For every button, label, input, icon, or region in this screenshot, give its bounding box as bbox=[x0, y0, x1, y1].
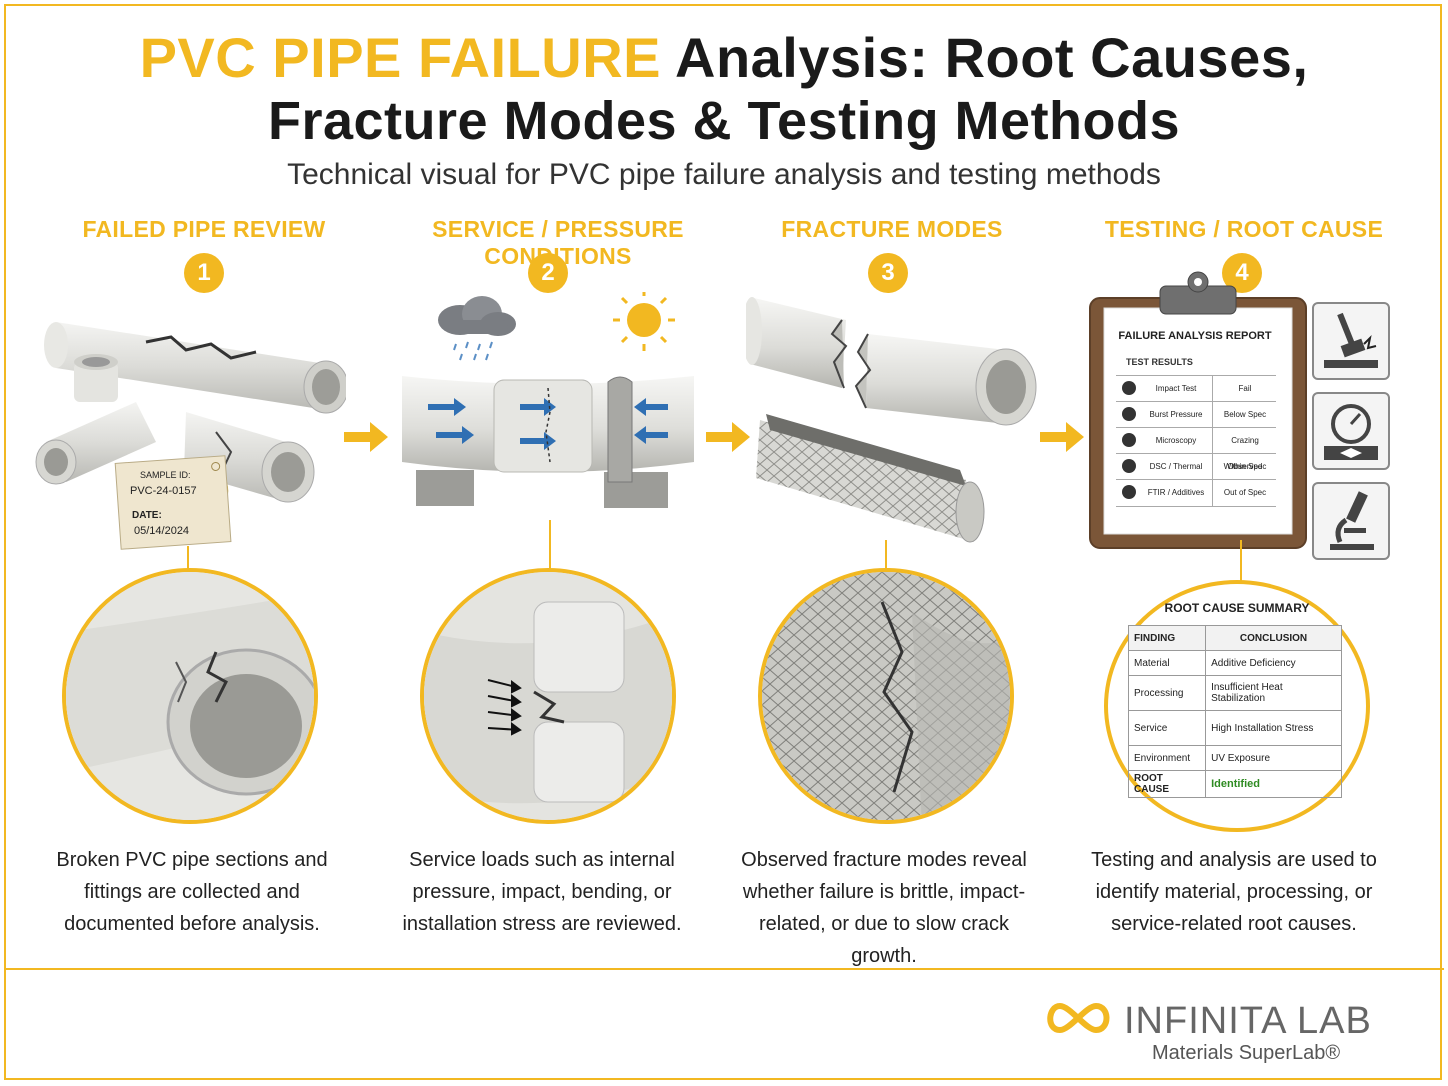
page-subtitle: Technical visual for PVC pipe failure an… bbox=[287, 158, 1161, 191]
test-icon bbox=[1122, 459, 1136, 473]
test-icon bbox=[1122, 407, 1136, 421]
flow-arrow-icon bbox=[1040, 422, 1084, 452]
step-1-caption: Broken PVC pipe sections and fittings ar… bbox=[56, 849, 328, 935]
flow-arrow-icon bbox=[344, 422, 388, 452]
root-cause-table: FINDING CONCLUSION Material Additive Def… bbox=[1127, 625, 1342, 798]
sun-icon bbox=[613, 292, 675, 351]
pressure-gauge-icon bbox=[1312, 392, 1390, 470]
step-2-caption: Service loads such as internal pressure,… bbox=[402, 849, 682, 935]
sample-id-label: SAMPLE ID: bbox=[140, 470, 191, 480]
col-finding: FINDING bbox=[1127, 625, 1207, 651]
step-4-caption: Testing and analysis are used to identif… bbox=[1091, 849, 1377, 935]
test-icon bbox=[1122, 433, 1136, 447]
report-row: Burst Pressure Below Spec bbox=[1116, 401, 1276, 428]
title-rest: Analysis: Root Causes, bbox=[675, 26, 1309, 89]
detail-circle-joint-crack bbox=[420, 568, 676, 824]
table-row: Material Additive Deficiency bbox=[1127, 650, 1342, 676]
pipe-pressure-illustration bbox=[402, 292, 694, 508]
test-results-label: TEST RESULTS bbox=[1126, 357, 1193, 367]
test-icon bbox=[1122, 381, 1136, 395]
table-row: Service High Installation Stress bbox=[1127, 710, 1342, 746]
report-title: FAILURE ANALYSIS REPORT bbox=[1118, 330, 1272, 342]
report-row: Impact Test Fail bbox=[1116, 375, 1276, 402]
detail-circle-cracked-pipe bbox=[62, 568, 318, 824]
step-3-badge: 3 bbox=[868, 253, 908, 293]
date-value: 05/14/2024 bbox=[134, 525, 189, 537]
connector-line bbox=[1240, 540, 1242, 582]
microscope-icon bbox=[1312, 482, 1390, 560]
connector-line bbox=[187, 546, 189, 570]
fracture-mode-illustration bbox=[746, 297, 1037, 543]
title-accent: PVC PIPE FAILURE bbox=[139, 26, 662, 89]
report-row: Microscopy Crazing Observed bbox=[1116, 427, 1276, 471]
step-1-badge: 1 bbox=[184, 253, 224, 293]
report-row: FTIR / Additives Out of Spec bbox=[1116, 479, 1276, 507]
sample-id-value: PVC-24-0157 bbox=[130, 485, 197, 497]
table-row-root-cause: ROOT CAUSE Identified bbox=[1127, 770, 1342, 798]
connector-line bbox=[885, 540, 887, 570]
detail-circle-fracture-surface bbox=[758, 568, 1014, 824]
infinity-logo-icon bbox=[1047, 1002, 1110, 1034]
failed-pipe-sections-illustration: SAMPLE ID: PVC-24-0157 DATE: 05/14/2024 bbox=[35, 322, 346, 550]
page-frame bbox=[4, 4, 1442, 1080]
report-row: DSC / Thermal Within Spec bbox=[1116, 453, 1276, 480]
table-row: Processing Insufficient Heat Stabilizati… bbox=[1127, 675, 1342, 711]
step-4-heading: TESTING / ROOT CAUSE bbox=[1104, 216, 1384, 242]
page-title-line2: Fracture Modes & Testing Methods bbox=[267, 91, 1181, 151]
step-2-badge: 2 bbox=[528, 253, 568, 293]
impact-hammer-icon bbox=[1312, 302, 1390, 380]
flow-arrow-icon bbox=[706, 422, 750, 452]
step-1-heading: FAILED PIPE REVIEW bbox=[82, 216, 326, 242]
cloud-rain-icon bbox=[438, 296, 516, 361]
step-3-heading: FRACTURE MODES bbox=[781, 216, 1003, 242]
logo-tagline: Materials SuperLab® bbox=[1152, 1042, 1341, 1064]
date-label: DATE: bbox=[132, 510, 162, 521]
test-icon bbox=[1122, 485, 1136, 499]
logo-name: INFINITA LAB bbox=[1124, 1000, 1372, 1042]
col-conclusion: CONCLUSION bbox=[1205, 625, 1342, 651]
table-row: Environment UV Exposure bbox=[1127, 745, 1342, 771]
step-3-caption: Observed fracture modes reveal whether f… bbox=[741, 849, 1027, 967]
footer-divider bbox=[4, 968, 1444, 970]
root-cause-title: ROOT CAUSE SUMMARY bbox=[1164, 601, 1310, 615]
connector-line bbox=[549, 520, 551, 570]
clipboard-report bbox=[1089, 271, 1307, 549]
